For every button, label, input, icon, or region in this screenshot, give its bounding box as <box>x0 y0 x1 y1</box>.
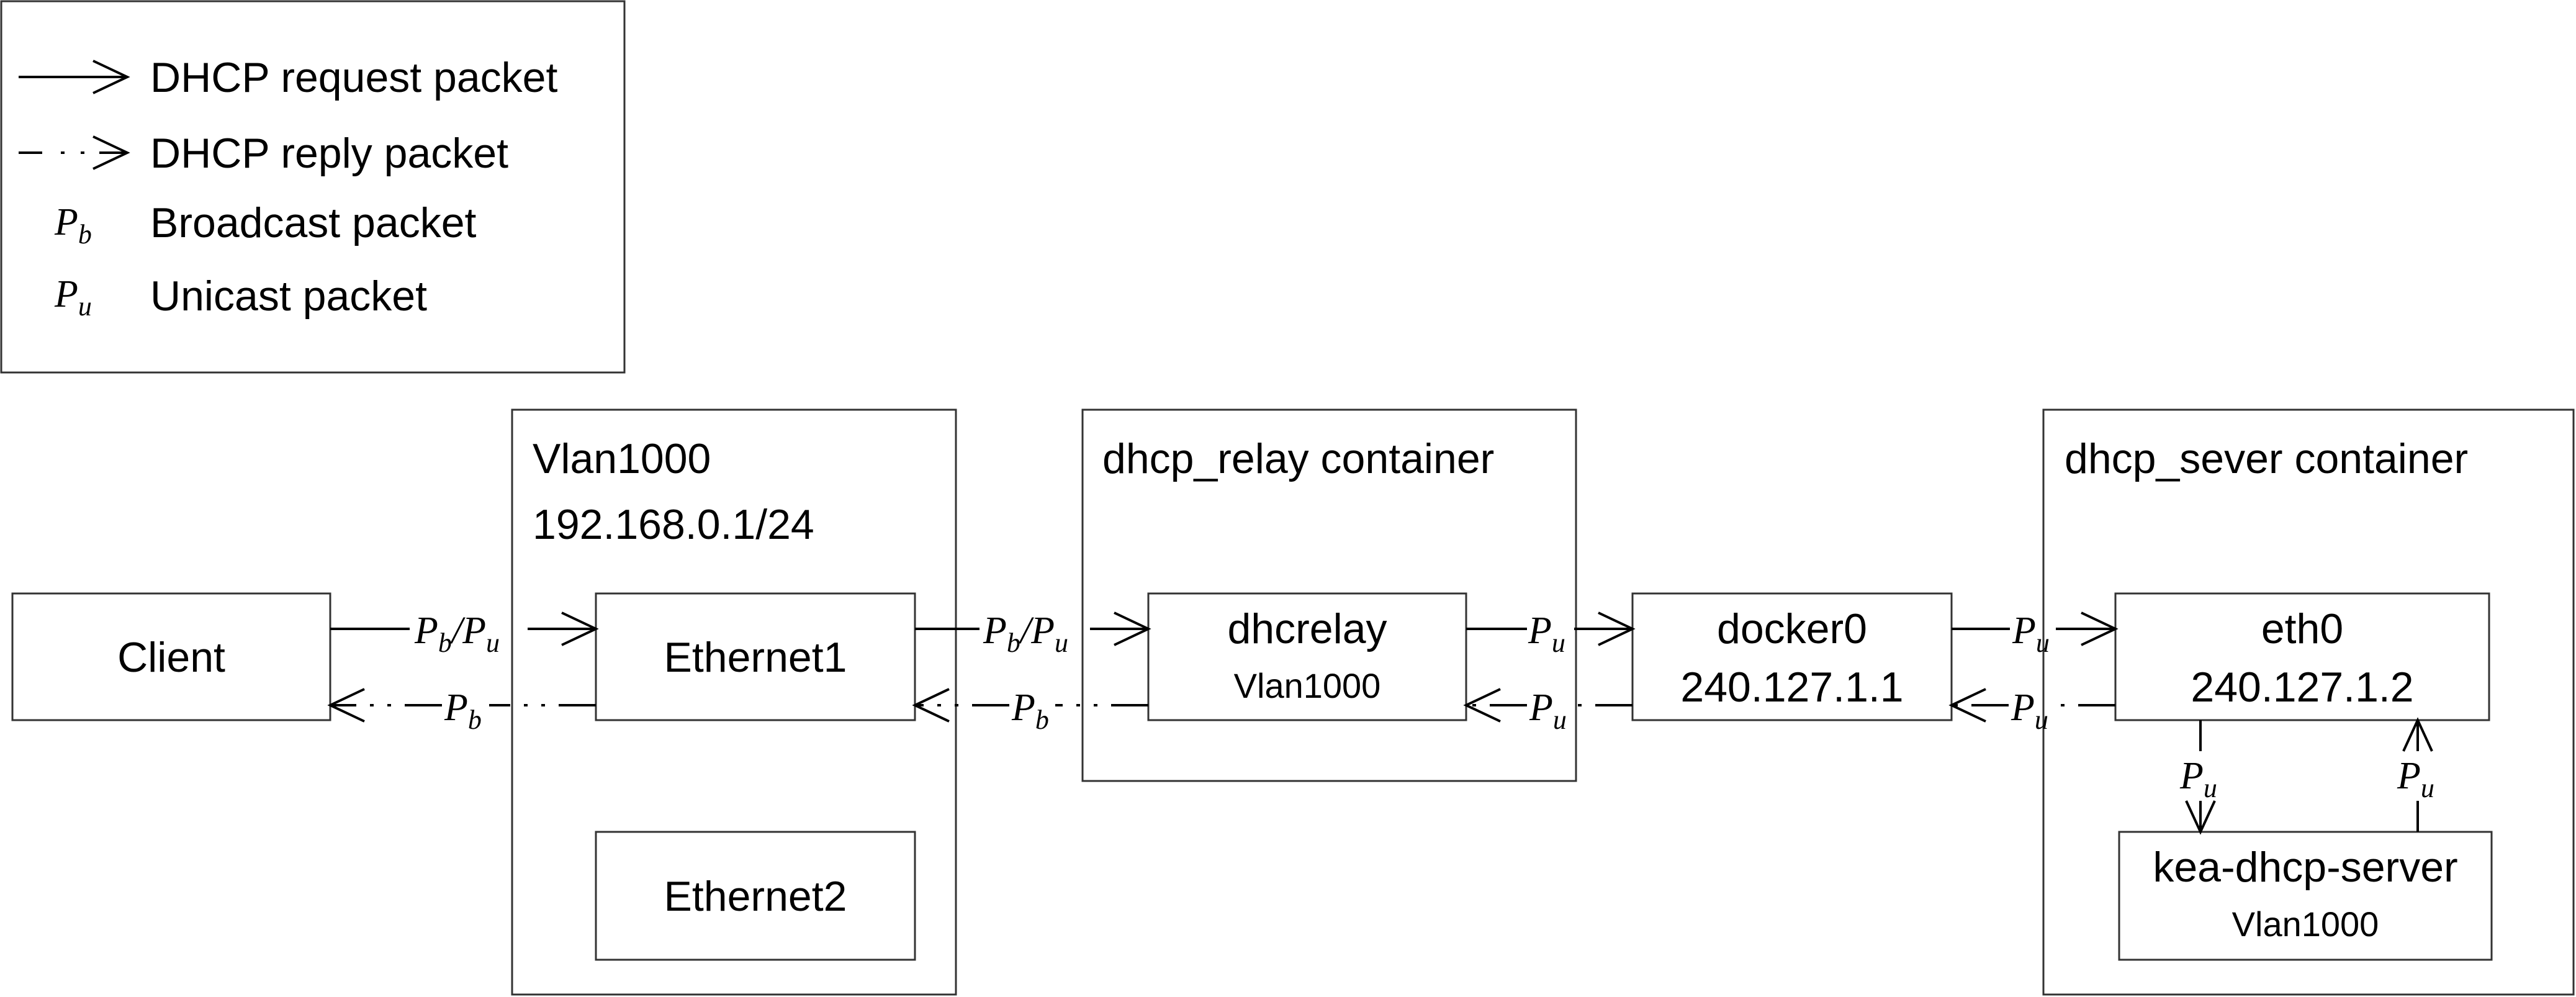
reply-label-dhcrelay-ethernet1: Pb <box>1011 687 1049 735</box>
kea-label: kea-dhcp-server <box>2153 844 2457 891</box>
request-label-dhcrelay-docker0: Pu <box>1528 610 1565 658</box>
request-label-ethernet1-dhcrelay: Pb/Pu <box>983 610 1068 658</box>
reply-label-docker0-dhcrelay: Pu <box>1529 687 1567 735</box>
request-arrow-eth0-kea: Pu <box>2179 720 2217 835</box>
legend-reply-arrowhead <box>92 135 130 170</box>
ethernet1-node: Ethernet1 <box>595 592 916 721</box>
vlan-subnet: 192.168.0.1/24 <box>533 501 814 548</box>
legend-reply-label: DHCP reply packet <box>150 130 508 177</box>
reply-label-eth0-docker0: Pu <box>2011 687 2048 735</box>
docker0-node: docker0 240.127.1.1 <box>1631 592 1953 721</box>
legend-box <box>0 0 626 374</box>
docker0-ip-label: 240.127.1.1 <box>1680 664 1903 711</box>
kea-box <box>2118 831 2493 961</box>
eth0-label: eth0 <box>2261 605 2343 652</box>
kea-vlan-label: Vlan1000 <box>2232 905 2379 944</box>
reply-label-kea-eth0: Pu <box>2397 755 2434 803</box>
ethernet2-box <box>595 831 916 961</box>
reply-label-ethernet1-client: Pb <box>444 687 482 735</box>
docker0-label: docker0 <box>1717 605 1867 652</box>
request-label-client-ethernet1: Pb/Pu <box>414 610 500 658</box>
reply-arrow-docker0-dhcrelay: Pu <box>1463 687 1633 735</box>
ethernet2-node: Ethernet2 <box>595 831 916 961</box>
request-arrow-dhcrelay-docker0: Pu <box>1466 610 1636 658</box>
legend: DHCP request packet DHCP reply packet Pb… <box>0 0 626 374</box>
eth0-node: eth0 240.127.1.2 <box>2114 592 2490 721</box>
request-arrow-client-ethernet1: Pb/Pu <box>330 610 599 658</box>
dhcrelay-vlan-label: Vlan1000 <box>1234 666 1381 705</box>
request-label-eth0-kea: Pu <box>2179 755 2217 803</box>
legend-request-arrowhead <box>92 60 130 94</box>
eth0-box <box>2114 592 2490 721</box>
client-node: Client <box>11 592 331 721</box>
eth0-ip-label: 240.127.1.2 <box>2191 664 2413 711</box>
legend-unicast-label: Unicast packet <box>150 273 427 320</box>
reply-arrow-eth0-docker0: Pu <box>1948 687 2115 735</box>
legend-request-label: DHCP request packet <box>150 54 558 101</box>
kea-node: kea-dhcp-server Vlan1000 <box>2118 831 2493 961</box>
legend-broadcast-symbol: Pb <box>54 201 92 250</box>
request-arrow-docker0-eth0: Pu <box>1952 610 2119 658</box>
dhcrelay-label: dhcrelay <box>1227 605 1387 652</box>
legend-broadcast-label: Broadcast packet <box>150 199 477 246</box>
legend-unicast-symbol: Pu <box>54 273 92 322</box>
ethernet1-label: Ethernet1 <box>664 634 847 681</box>
relay-container-title: dhcp_relay container <box>1102 435 1494 482</box>
vlan-title: Vlan1000 <box>533 435 711 482</box>
client-box <box>11 592 331 721</box>
dhcrelay-box <box>1147 592 1467 721</box>
server-container-title: dhcp_sever container <box>2065 435 2468 482</box>
ethernet2-label: Ethernet2 <box>664 873 847 920</box>
reply-arrow-dhcrelay-ethernet1: Pb <box>912 687 1148 735</box>
client-label: Client <box>117 634 225 681</box>
reply-arrow-ethernet1-client: Pb <box>327 687 596 735</box>
ethernet1-box <box>595 592 916 721</box>
dhcrelay-node: dhcrelay Vlan1000 <box>1147 592 1467 721</box>
request-label-docker0-eth0: Pu <box>2012 610 2050 658</box>
docker0-box <box>1631 592 1953 721</box>
request-arrow-ethernet1-dhcrelay: Pb/Pu <box>915 610 1151 658</box>
reply-arrow-kea-eth0: Pu <box>2397 717 2434 832</box>
